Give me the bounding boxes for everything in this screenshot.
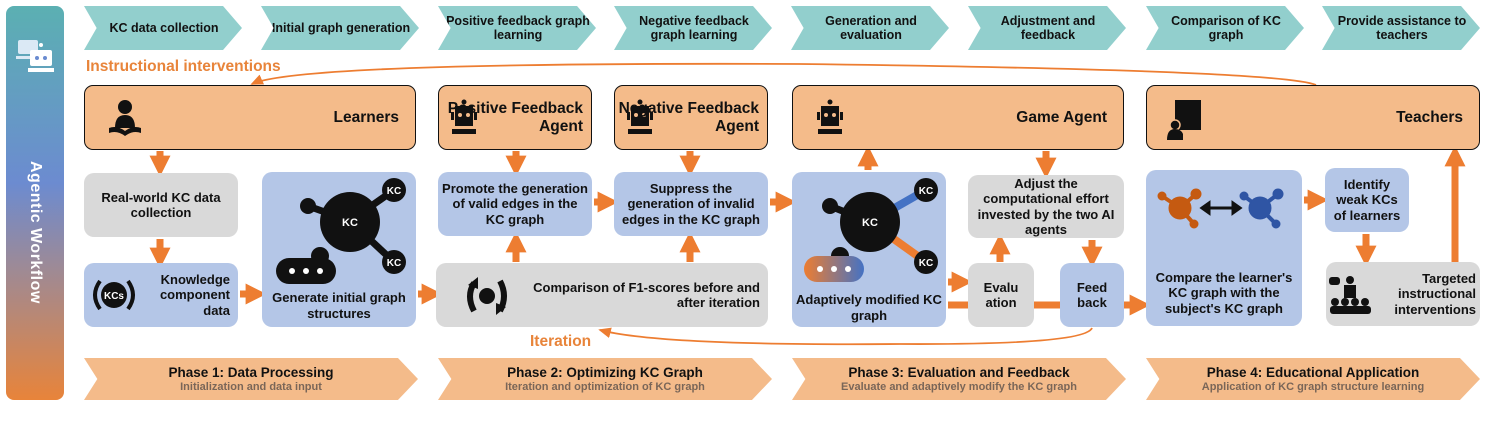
svg-text:KC: KC <box>342 217 358 229</box>
phase-title: Phase 2: Optimizing KC Graph <box>507 365 703 380</box>
step-5: Generation and evaluation <box>791 6 949 50</box>
step-6: Adjustment and feedback <box>968 6 1126 50</box>
positive-agent-label: Positive Feedback Agent <box>447 99 583 135</box>
robot-icon <box>451 99 477 134</box>
step-2: Initial graph generation <box>261 6 419 50</box>
svg-text:KC: KC <box>919 186 933 197</box>
instructional-interventions-label: Instructional interventions <box>86 58 281 75</box>
adaptive-graph-box: KC KC KC Adaptively modified KC graph <box>792 172 946 327</box>
adjust-effort-box: Adjust the computational effort invested… <box>968 175 1124 238</box>
phase-title: Phase 1: Data Processing <box>168 365 334 380</box>
knowledge-component-box: KCs Knowledge component data <box>84 263 238 327</box>
negative-agent-label: Negative Feedback Agent <box>618 99 759 135</box>
teacher-board-icon <box>1167 100 1201 140</box>
game-agent-box: Game Agent <box>792 85 1124 150</box>
agentic-workflow-sidebar: Agentic Workflow <box>6 6 64 400</box>
kc-graph-icon: KC KC KC <box>276 178 406 284</box>
phase-title: Phase 4: Educational Application <box>1206 365 1420 380</box>
learners-box: Learners <box>84 85 416 150</box>
teachers-box: Teachers <box>1146 85 1480 150</box>
targeted-label: Targeted instructional interventions <box>1394 270 1476 317</box>
kcs-icon: KCs <box>93 279 135 311</box>
iteration-curve <box>598 327 1093 346</box>
phase-subtitle: Application of KC graph structure learni… <box>1201 381 1425 393</box>
step-8: Provide assistance to teachers <box>1322 6 1480 50</box>
svg-text:KC: KC <box>387 258 401 269</box>
feedback-box: Feed back <box>1060 263 1124 327</box>
suppress-invalid-edges-box: Suppress the generation of invalid edges… <box>614 172 768 236</box>
compare-graph-box: Compare the learner's KC graph with the … <box>1146 170 1302 326</box>
adaptive-label: Adaptively modified KC graph <box>796 292 942 323</box>
classroom-icon <box>1329 276 1371 314</box>
generate-label: Generate initial graph structures <box>272 290 406 321</box>
knowledge-label: Knowledge component data <box>159 271 230 318</box>
svg-text:KCs: KCs <box>104 291 124 302</box>
phase-subtitle: Evaluate and adaptively modify the KC gr… <box>841 381 1077 393</box>
robots-icon <box>16 40 54 72</box>
step-4: Negative feedback graph learning <box>614 6 772 50</box>
promote-valid-edges-box: Promote the generation of valid edges in… <box>438 172 592 236</box>
realworld-kc-data-box: Real-world KC data collection <box>84 173 238 237</box>
compare-label: Compare the learner's KC graph with the … <box>1155 269 1293 316</box>
learner-reading-icon <box>109 100 141 136</box>
svg-text:KC: KC <box>862 217 878 229</box>
targeted-interventions-box: Targeted instructional interventions <box>1326 262 1480 326</box>
step-7: Comparison of KC graph <box>1146 6 1304 50</box>
phase-subtitle: Initialization and data input <box>180 381 322 393</box>
robot-icon <box>627 99 653 134</box>
svg-text:KC: KC <box>387 186 401 197</box>
f1-comparison-box: Comparison of F1-scores before and after… <box>436 263 768 327</box>
phase-title: Phase 3: Evaluation and Feedback <box>848 365 1070 380</box>
step-1: KC data collection <box>84 6 242 50</box>
instructional-curve <box>250 62 1317 86</box>
iteration-label: Iteration <box>530 333 592 350</box>
evaluation-box: Evalu ation <box>968 263 1034 327</box>
f1-label: Comparison of F1-scores before and after… <box>533 279 760 311</box>
identify-weak-kcs-box: Identify weak KCs of learners <box>1325 168 1409 232</box>
initial-graph-box: KC KC KC Generate initial graph structur… <box>262 172 416 327</box>
modified-kc-graph-icon: KC KC KC <box>804 178 938 282</box>
learners-label: Learners <box>333 108 399 126</box>
refresh-cycle-icon <box>467 277 507 315</box>
teachers-label: Teachers <box>1396 108 1463 126</box>
step-3: Positive feedback graph learning <box>438 6 596 50</box>
game-agent-label: Game Agent <box>1016 108 1107 126</box>
robot-icon <box>817 99 843 134</box>
negative-feedback-agent-box: Negative Feedback Agent <box>614 85 768 150</box>
svg-text:KC: KC <box>919 258 933 269</box>
positive-feedback-agent-box: Positive Feedback Agent <box>438 85 592 150</box>
compare-graphs-icon <box>1157 188 1284 229</box>
phase-subtitle: Iteration and optimization of KC graph <box>505 381 705 393</box>
